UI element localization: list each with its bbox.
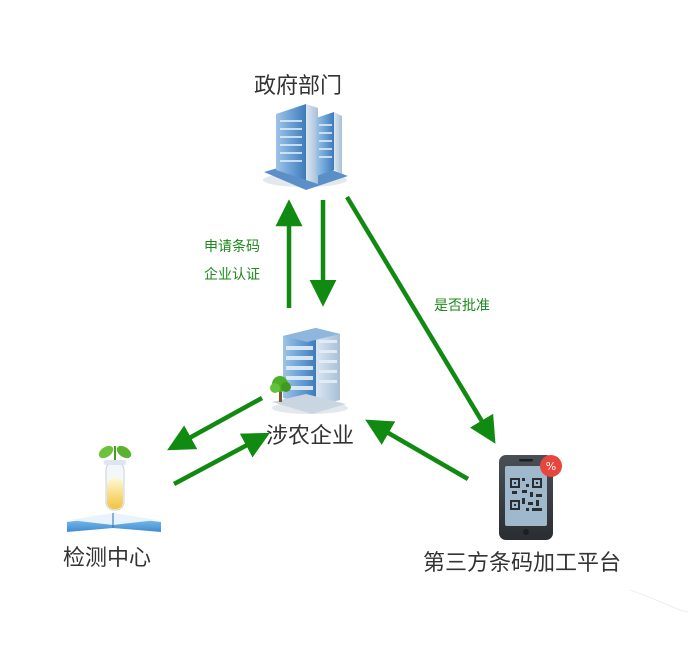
phone-qr-code-icon: % [499, 455, 562, 540]
arrow-platform-to-enterprise [365, 419, 470, 481]
edge-label-approve: 是否批准 [434, 298, 490, 314]
arrow-enterprise-to-inspection [167, 396, 264, 451]
decorative-line [629, 589, 688, 613]
svg-text:%: % [546, 460, 556, 473]
arrow-inspection-to-enterprise [172, 432, 270, 486]
office-building-tree-icon [270, 328, 348, 414]
arrow-government-to-platform [345, 195, 496, 444]
edge-label-apply-line1: 申请条码 [204, 239, 260, 255]
node-label-government: 政府部门 [254, 74, 343, 99]
edge-label-apply-line2: 企业认证 [204, 267, 260, 283]
edges [167, 195, 496, 486]
test-tube-sprout-icon [67, 445, 161, 532]
office-building-icon [263, 104, 348, 190]
node-label-inspection: 检测中心 [63, 546, 152, 571]
node-label-enterprise: 涉农企业 [266, 424, 355, 449]
node-label-platform: 第三方条码加工平台 [423, 551, 622, 576]
